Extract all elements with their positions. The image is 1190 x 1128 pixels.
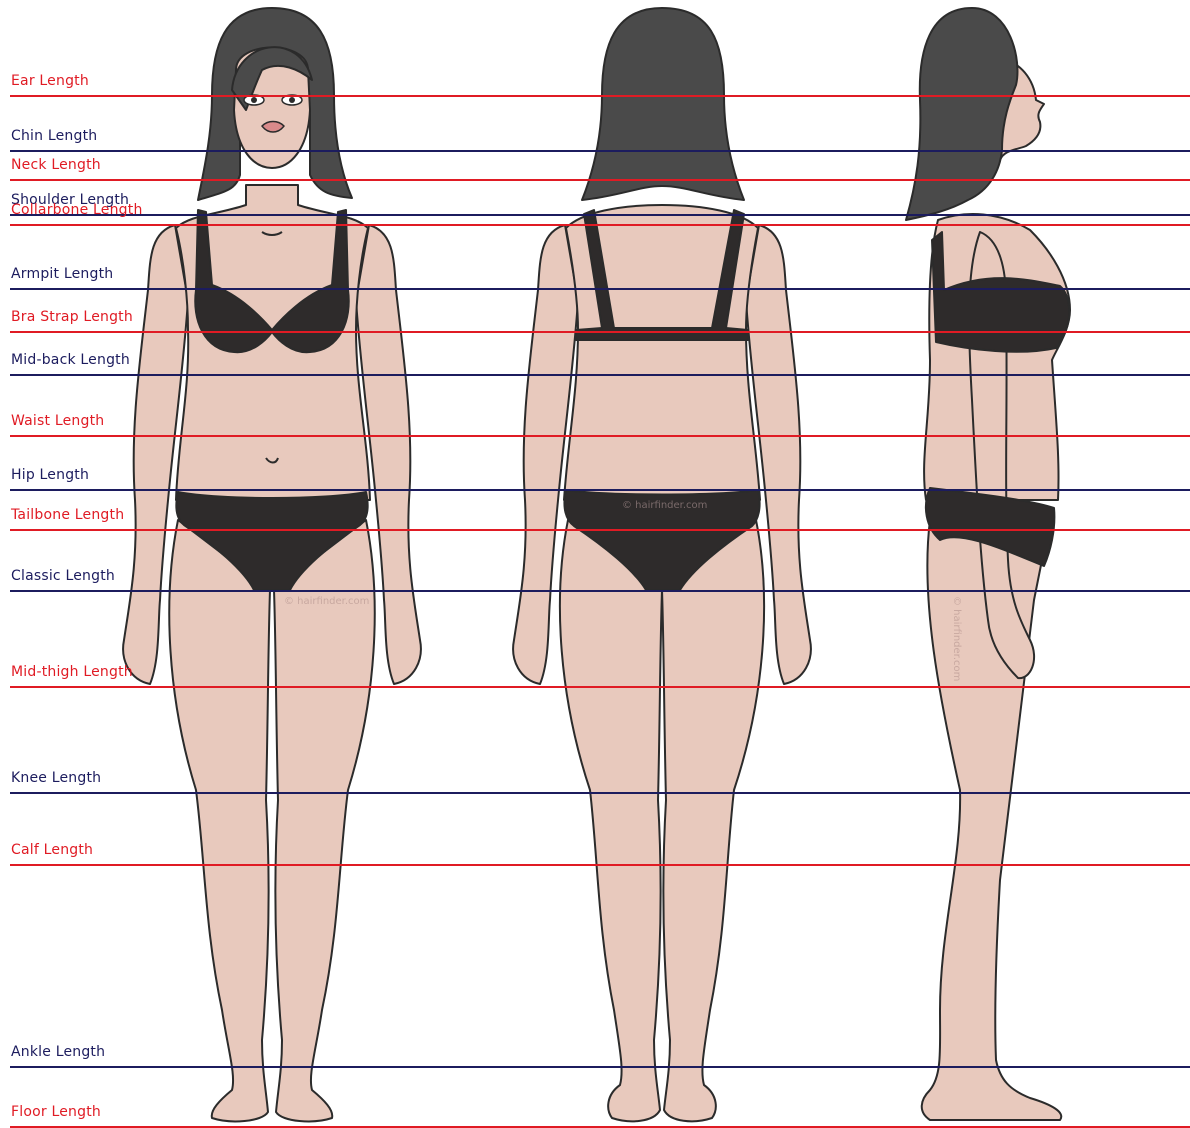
front-right-leg	[274, 520, 375, 1121]
guide-line-classic-length	[10, 590, 1190, 592]
front-left-leg	[169, 520, 270, 1121]
guide-label-neck-length: Neck Length	[11, 157, 101, 173]
guide-line-tailbone-length	[10, 529, 1190, 531]
front-watermark: © hairfinder.com	[284, 596, 369, 607]
front-view-figure	[123, 8, 421, 1121]
guide-line-mid-thigh-length	[10, 686, 1190, 688]
back-left-leg	[560, 520, 662, 1121]
guide-label-mid-thigh-length: Mid-thigh Length	[11, 664, 133, 680]
back-hair	[582, 8, 744, 200]
side-view-figure: © hairfinder.com	[906, 8, 1070, 1120]
guide-line-ear-length	[10, 95, 1190, 97]
guide-line-armpit-length	[10, 288, 1190, 290]
guide-label-classic-length: Classic Length	[11, 568, 115, 584]
guide-line-neck-length	[10, 179, 1190, 181]
guide-line-bra-strap-length	[10, 331, 1190, 333]
side-watermark: © hairfinder.com	[951, 596, 962, 681]
guide-line-waist-length	[10, 435, 1190, 437]
guide-line-ankle-length	[10, 1066, 1190, 1068]
guide-label-ear-length: Ear Length	[11, 73, 89, 89]
guide-line-mid-back-length	[10, 374, 1190, 376]
guide-line-collarbone-length	[10, 224, 1190, 226]
guide-line-shoulder-length	[10, 214, 1190, 216]
guide-label-calf-length: Calf Length	[11, 842, 93, 858]
guide-label-knee-length: Knee Length	[11, 770, 101, 786]
guide-label-ankle-length: Ankle Length	[11, 1044, 105, 1060]
guide-line-knee-length	[10, 792, 1190, 794]
guide-label-mid-back-length: Mid-back Length	[11, 352, 130, 368]
back-right-leg	[662, 520, 764, 1121]
guide-label-collarbone-length: Collarbone Length	[11, 202, 143, 218]
side-hair	[906, 8, 1017, 220]
guide-label-chin-length: Chin Length	[11, 128, 97, 144]
guide-line-calf-length	[10, 864, 1190, 866]
guide-line-chin-length	[10, 150, 1190, 152]
back-watermark: © hairfinder.com	[622, 500, 707, 511]
guide-label-tailbone-length: Tailbone Length	[11, 507, 124, 523]
guide-label-floor-length: Floor Length	[11, 1104, 101, 1120]
guide-label-armpit-length: Armpit Length	[11, 266, 113, 282]
guide-label-bra-strap-length: Bra Strap Length	[11, 309, 133, 325]
guide-label-waist-length: Waist Length	[11, 413, 104, 429]
guide-label-hip-length: Hip Length	[11, 467, 89, 483]
back-view-figure: © hairfinder.com	[513, 8, 811, 1121]
guide-line-hip-length	[10, 489, 1190, 491]
